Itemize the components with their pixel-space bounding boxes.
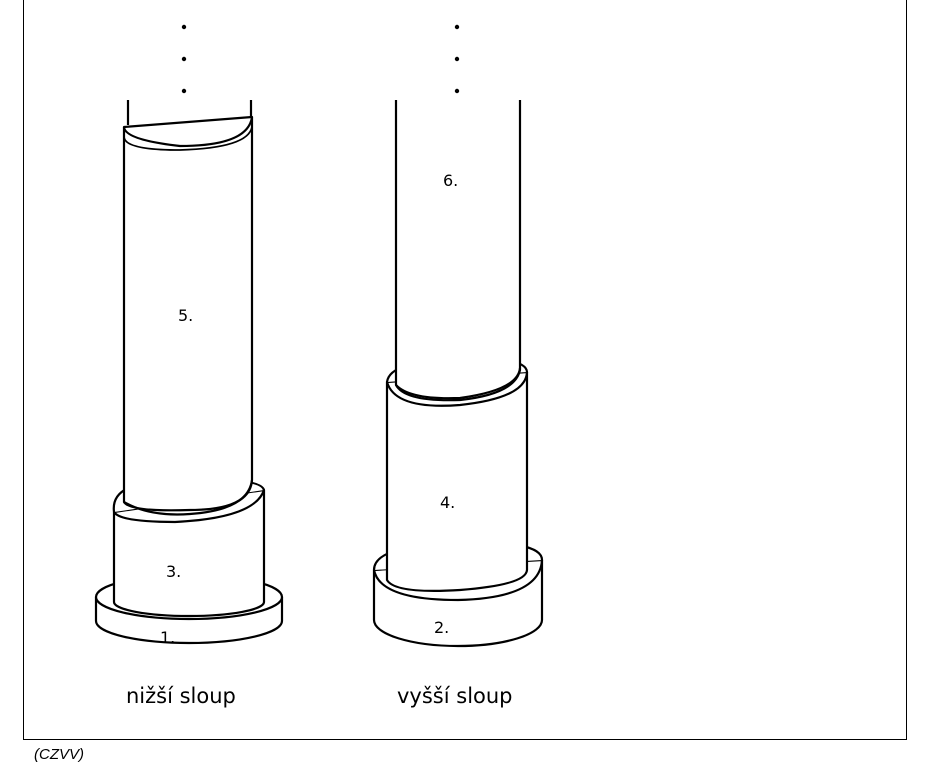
part-label-1: 1. — [160, 628, 175, 647]
part-label-2: 2. — [434, 618, 449, 637]
part-label-4: 4. — [440, 493, 455, 512]
part-label-6: 6. — [443, 171, 458, 190]
higher-column-continuation-dots — [454, 24, 460, 94]
part-label-3: 3. — [166, 562, 181, 581]
lower-column-caption: nižší sloup — [126, 684, 236, 708]
part-label-5: 5. — [178, 306, 193, 325]
higher-column-shaft — [394, 60, 522, 402]
lower-column-continuation-dots — [181, 24, 187, 94]
lower-column — [94, 60, 284, 645]
figure-frame — [23, 0, 907, 740]
higher-column-caption: vyšší sloup — [397, 684, 513, 708]
higher-column — [372, 60, 544, 648]
lower-column-shaft — [122, 60, 254, 516]
source-note: (CZVV) — [34, 746, 84, 763]
